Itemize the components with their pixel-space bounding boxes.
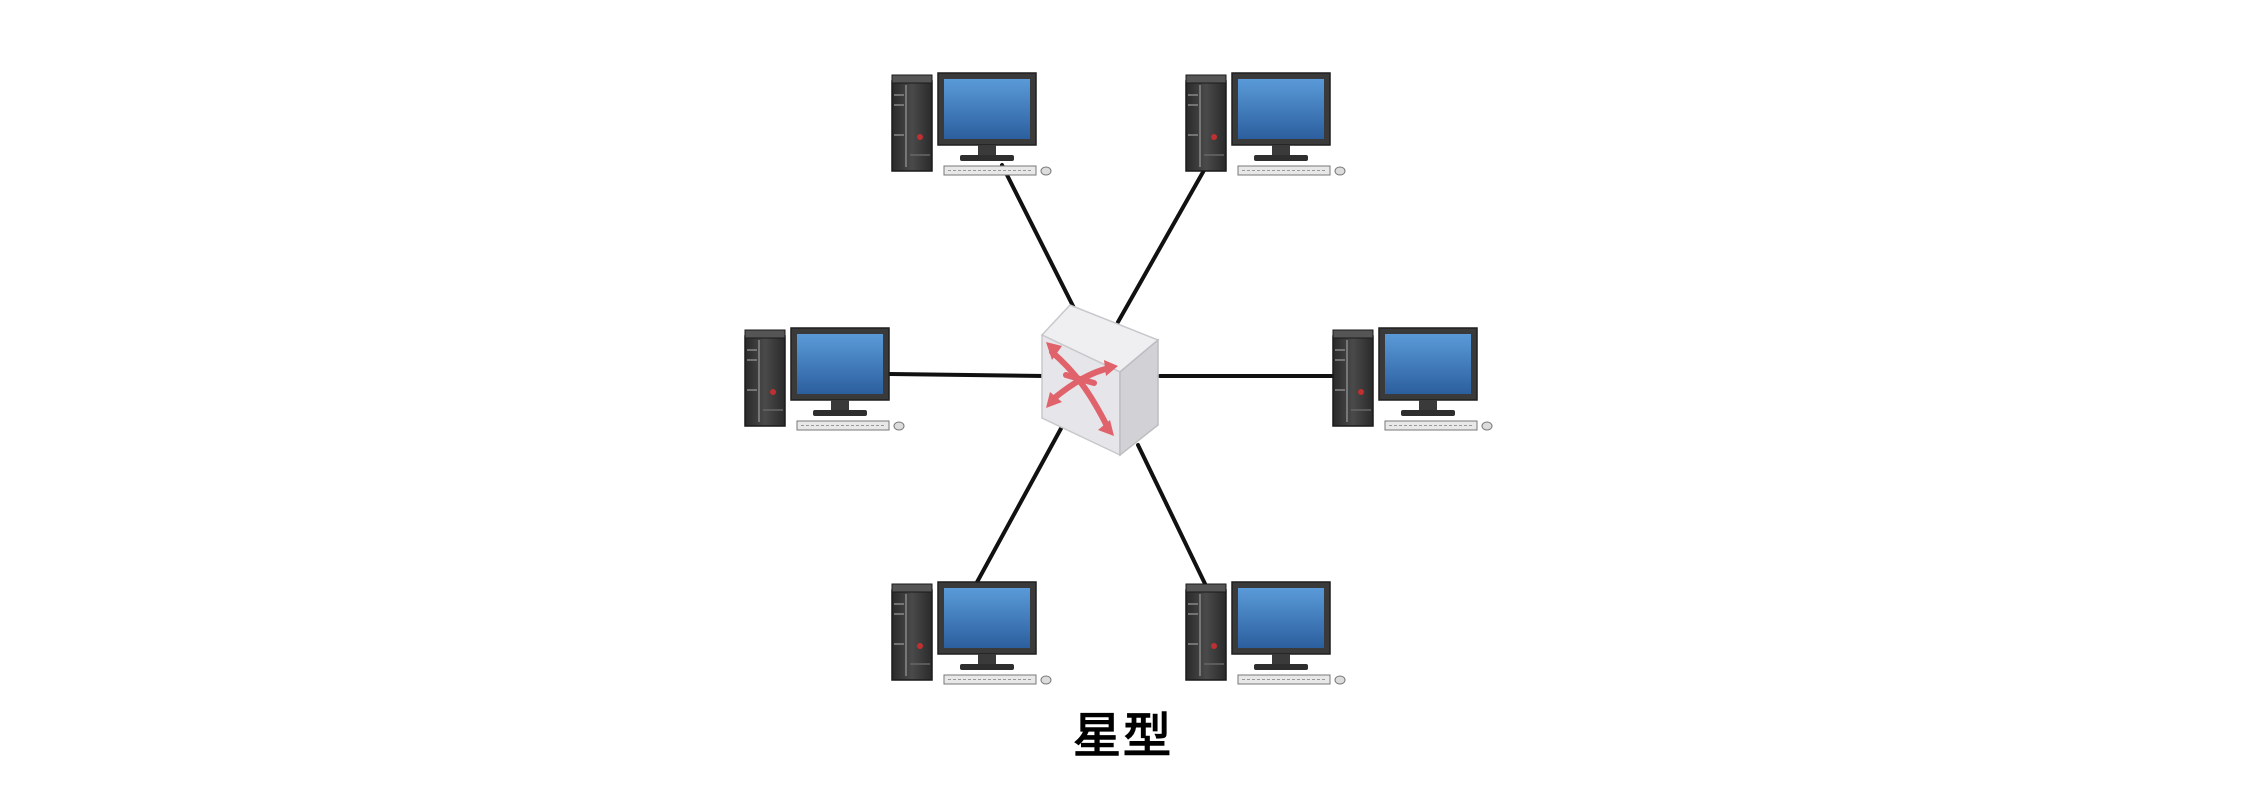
diagram-caption: 星型 [1072, 708, 1173, 764]
link-middle-left [888, 372, 1046, 378]
desktop-computer-icon [1185, 72, 1346, 176]
desktop-computer-icon [1185, 581, 1346, 685]
desktop-computer-icon [1332, 327, 1493, 431]
desktop-computer-icon [891, 72, 1052, 176]
desktop-computer-icon [891, 581, 1052, 685]
node-middle-left [744, 327, 905, 431]
node-middle-right [1332, 327, 1493, 431]
node-bottom-right [1185, 581, 1346, 685]
switch-icon [1040, 304, 1160, 457]
link-top-left [1000, 163, 1076, 310]
network-links [888, 163, 1337, 592]
node-top-right [1185, 72, 1346, 176]
desktop-computer-icon [744, 327, 905, 431]
node-bottom-left [891, 581, 1052, 685]
link-bottom-left [974, 421, 1066, 586]
switch-arrows [1049, 349, 1113, 431]
link-bottom-right [1136, 443, 1210, 592]
node-top-left [891, 72, 1052, 176]
link-top-right [1116, 163, 1209, 324]
